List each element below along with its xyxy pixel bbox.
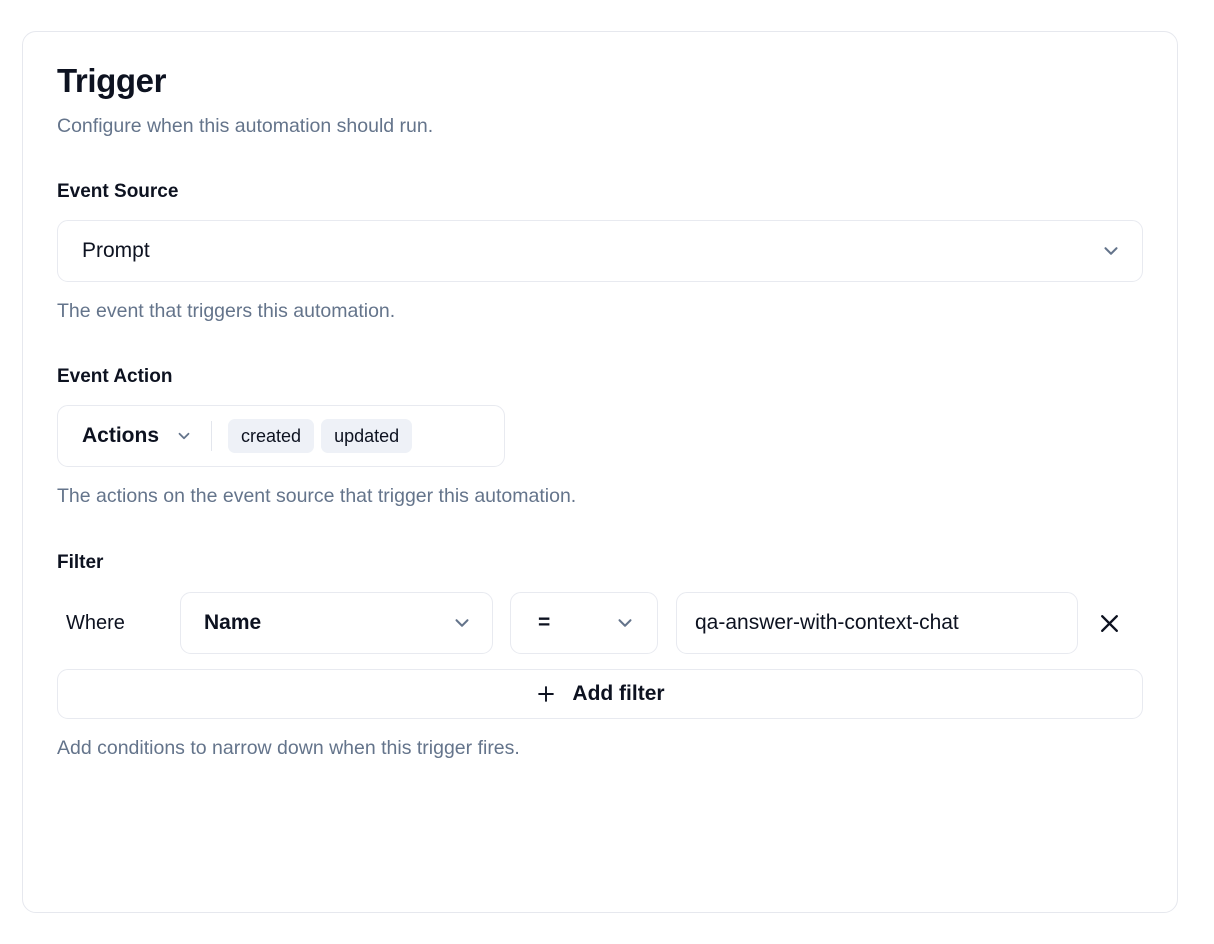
where-label: Where <box>66 611 125 634</box>
chevron-down-icon <box>451 612 473 634</box>
filter-operator-value: = <box>538 611 551 635</box>
filter-field-value: Name <box>204 611 262 635</box>
filter-value-input[interactable] <box>695 611 1059 636</box>
event-action-combo: Actions created updated <box>57 405 505 468</box>
combo-divider <box>211 421 213 452</box>
event-source-group: Event Source Prompt The event that trigg… <box>57 181 1143 324</box>
event-source-value: Prompt <box>82 239 150 263</box>
filter-field-select[interactable]: Name <box>180 592 493 655</box>
chevron-down-icon <box>1100 240 1122 262</box>
event-source-help: The event that triggers this automation. <box>57 300 396 323</box>
remove-filter-button[interactable] <box>1082 596 1136 650</box>
trigger-card: Trigger Configure when this automation s… <box>22 31 1178 913</box>
close-icon <box>1097 611 1122 636</box>
event-action-label: Event Action <box>57 366 173 388</box>
event-source-label: Event Source <box>57 181 179 203</box>
event-action-select[interactable]: Actions <box>82 424 211 448</box>
chevron-down-icon <box>175 427 193 445</box>
chip-created[interactable]: created <box>228 419 315 454</box>
plus-icon <box>535 683 557 705</box>
filter-operator-select[interactable]: = <box>510 592 658 655</box>
add-filter-button[interactable]: Add filter <box>57 669 1143 720</box>
page-title: Trigger <box>57 62 167 99</box>
card-subtitle: Configure when this automation should ru… <box>57 114 434 137</box>
filter-row: Where Name = <box>57 592 1143 655</box>
filter-label: Filter <box>57 551 104 573</box>
event-action-group: Event Action Actions created updated The… <box>57 366 1143 509</box>
filter-group: Filter Where Name = <box>57 552 1143 762</box>
chevron-down-icon <box>614 612 636 634</box>
event-source-select[interactable]: Prompt <box>57 220 1143 283</box>
event-action-help: The actions on the event source that tri… <box>57 485 577 508</box>
add-filter-label: Add filter <box>572 682 665 706</box>
chip-updated[interactable]: updated <box>321 419 413 454</box>
filter-help: Add conditions to narrow down when this … <box>57 737 520 760</box>
event-action-value: Actions <box>82 424 160 448</box>
filter-value-wrapper <box>676 592 1078 655</box>
event-action-chips: created updated <box>228 419 413 454</box>
